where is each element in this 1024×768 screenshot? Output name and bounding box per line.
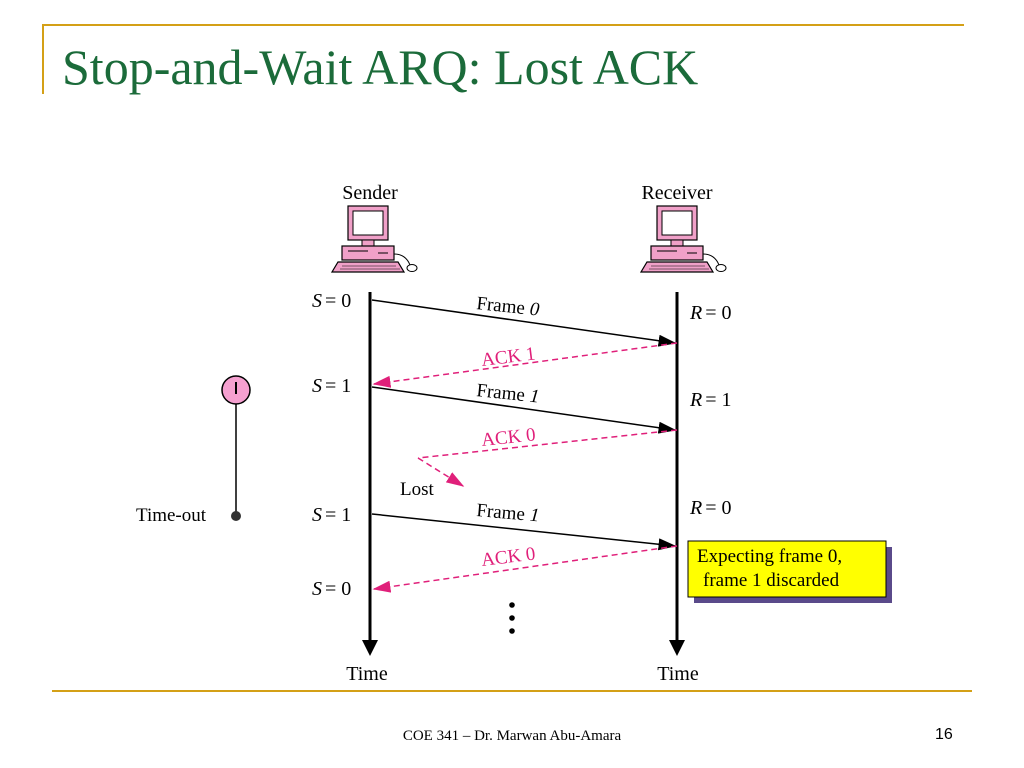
sender-state: S= 1 <box>312 375 351 397</box>
title-left-rule <box>42 24 44 94</box>
ack-arrow <box>372 545 678 593</box>
ack-arrow-lost-tail <box>417 457 465 487</box>
ack-arrow-lost <box>417 429 678 459</box>
receiver-computer-icon <box>639 205 727 273</box>
sender-state: S= 0 <box>312 290 351 312</box>
receiver-state: R= 0 <box>689 497 732 519</box>
sender-label: Sender <box>342 182 398 204</box>
frame-arrow <box>371 513 677 551</box>
sender-state: S= 0 <box>312 578 351 600</box>
ellipsis-dot <box>509 615 515 621</box>
lost-label: Lost <box>400 479 435 500</box>
note-line-2: frame 1 discarded <box>703 570 840 591</box>
sender-state: S= 1 <box>312 504 351 526</box>
receiver-time-label: Time <box>657 663 699 685</box>
frame-arrow <box>371 299 677 347</box>
timeout-label: Time-out <box>136 505 207 526</box>
sender-computer-icon <box>330 205 418 273</box>
receiver-state: R= 1 <box>689 389 732 411</box>
note-box <box>687 540 887 598</box>
slide-title: Stop-and-Wait ARQ: Lost ACK <box>62 39 699 95</box>
ack-label: ACK 1 <box>480 343 537 370</box>
note-line-1: Expecting frame 0, <box>697 546 842 567</box>
receiver-state: R= 0 <box>689 302 732 324</box>
ellipsis-dot <box>509 628 515 634</box>
frame-arrow <box>371 386 677 434</box>
title-top-rule <box>42 24 964 26</box>
receiver-timeline-arrowhead <box>669 640 685 656</box>
page-number: 16 <box>935 726 953 743</box>
footer-text: COE 341 – Dr. Marwan Abu-Amara <box>402 728 622 744</box>
sender-time-label: Time <box>346 663 388 685</box>
sender-timeline-arrowhead <box>362 640 378 656</box>
timeout-dot <box>231 511 241 521</box>
ack-arrow <box>372 342 678 388</box>
footer-rule <box>52 690 972 692</box>
receiver-label: Receiver <box>641 182 712 204</box>
ellipsis-dot <box>509 602 515 608</box>
ack-label: ACK 0 <box>480 424 536 451</box>
